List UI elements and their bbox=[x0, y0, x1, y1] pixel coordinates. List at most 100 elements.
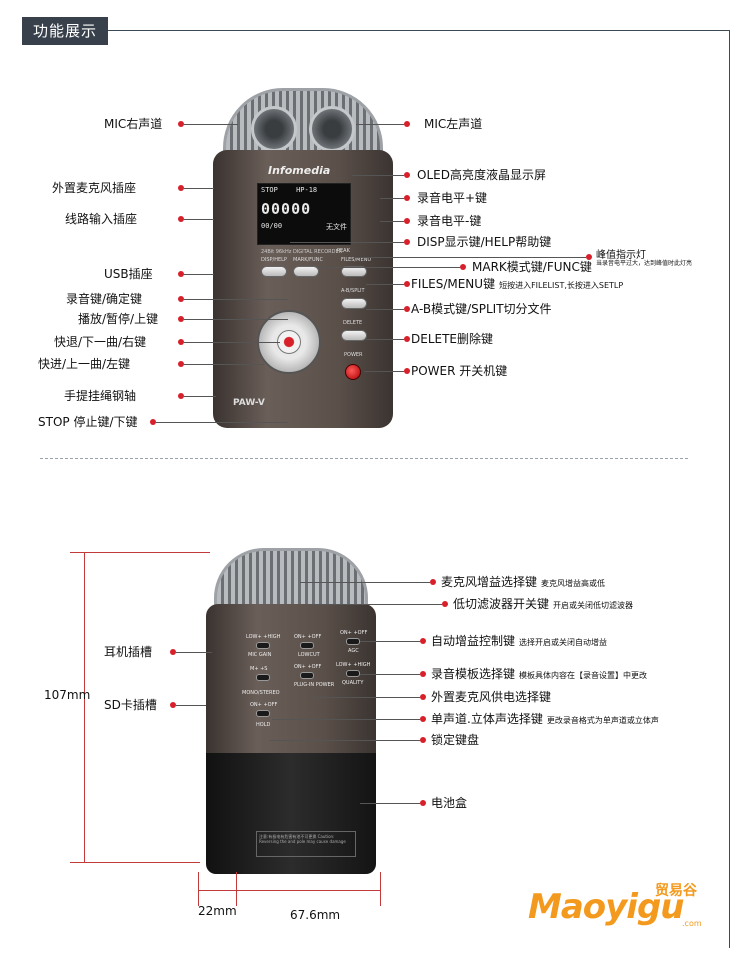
leader-line bbox=[364, 371, 404, 372]
label-lowcut-desc: 开启或关闭低切滤波器 bbox=[553, 601, 634, 610]
leader-line bbox=[184, 319, 288, 320]
marker-dot bbox=[150, 419, 156, 425]
mark-button[interactable] bbox=[293, 266, 319, 277]
leader-line bbox=[316, 697, 420, 698]
agc-switch[interactable] bbox=[346, 638, 360, 645]
agc-switch-text: ON+ +OFF bbox=[340, 630, 368, 636]
disp-button[interactable] bbox=[261, 266, 287, 277]
marker-dot bbox=[420, 671, 426, 677]
label-mono-desc: 更改录音格式为单声道或立体声 bbox=[546, 716, 659, 725]
label-power: POWER 开关机键 bbox=[411, 364, 508, 378]
dimension-depth-line bbox=[198, 890, 236, 891]
label-plugin: 外置麦克风供电选择键 bbox=[431, 690, 552, 704]
quality-switch-text: LOW+ +HIGH bbox=[336, 662, 371, 668]
files-button-label: FILES/MENU bbox=[341, 257, 372, 263]
mic-gain-switch[interactable] bbox=[256, 642, 270, 649]
leader-line bbox=[176, 652, 212, 653]
ms-switch[interactable] bbox=[256, 674, 270, 681]
files-button[interactable] bbox=[341, 266, 367, 277]
label-mic-gain: 麦克风增益选择键麦克风增益高或低 bbox=[441, 574, 605, 592]
label-oled: OLED高亮度液晶显示屏 bbox=[417, 168, 546, 182]
label-level-down: 录音电平-键 bbox=[417, 214, 482, 228]
label-mark: MARK模式键/FUNC键 bbox=[472, 260, 592, 274]
disp-button-label: DISP/HELP bbox=[261, 257, 287, 263]
lowcut-switch[interactable] bbox=[300, 642, 314, 649]
marker-dot bbox=[404, 306, 410, 312]
screen-file: 无文件 bbox=[326, 223, 347, 231]
label-files-text: FILES/MENU键 bbox=[411, 277, 496, 291]
leader-line bbox=[184, 188, 214, 189]
quality-switch[interactable] bbox=[346, 670, 360, 677]
label-quality: 录音模板选择键模板具体内容在【录音设置】中更改 bbox=[431, 666, 647, 684]
left-mic-capsule bbox=[251, 106, 297, 152]
leader-line bbox=[366, 284, 404, 285]
label-mono-text: 单声道.立体声选择键 bbox=[431, 712, 543, 726]
marker-dot bbox=[178, 361, 184, 367]
label-headphone: 耳机插槽 bbox=[104, 645, 153, 659]
label-rec-ok: 录音键/确定键 bbox=[66, 292, 143, 306]
dimension-depth-right bbox=[236, 872, 237, 906]
marker-dot bbox=[170, 702, 176, 708]
plugin-switch-text: ON+ +OFF bbox=[294, 664, 322, 670]
leader-line bbox=[360, 803, 420, 804]
record-button[interactable] bbox=[277, 330, 301, 354]
dimension-width-line bbox=[236, 890, 380, 891]
leader-line bbox=[360, 674, 420, 675]
battery-compartment[interactable] bbox=[206, 753, 376, 874]
label-mic-right: MIC右声道 bbox=[104, 117, 163, 131]
marker-dot bbox=[404, 195, 410, 201]
leader-line bbox=[300, 582, 430, 583]
watermark-logo: Maoyigu bbox=[528, 887, 684, 927]
brand-logo: Infomedia bbox=[268, 164, 331, 177]
dimension-height-line bbox=[84, 552, 85, 862]
marker-dot bbox=[404, 336, 410, 342]
label-battery: 电池盒 bbox=[431, 796, 468, 810]
label-play-pause: 播放/暂停/上键 bbox=[78, 312, 159, 326]
label-mic-gain-text: 麦克风增益选择键 bbox=[441, 575, 538, 589]
agc-label: AGC bbox=[348, 648, 359, 654]
label-ext-mic: 外置麦克风插座 bbox=[52, 181, 137, 195]
label-lowcut-text: 低切滤波器开关键 bbox=[453, 597, 550, 611]
marker-dot bbox=[420, 800, 426, 806]
label-level-up: 录音电平+键 bbox=[417, 191, 488, 205]
power-button[interactable] bbox=[345, 364, 361, 380]
marker-dot bbox=[178, 393, 184, 399]
ab-button-label: A-B/SPLIT bbox=[341, 288, 365, 294]
leader-line bbox=[310, 604, 442, 605]
marker-dot bbox=[178, 339, 184, 345]
plugin-power-switch[interactable] bbox=[300, 672, 314, 679]
lowcut-switch-text: ON+ +OFF bbox=[294, 634, 322, 640]
hold-switch-text: ON+ +OFF bbox=[250, 702, 278, 708]
screen-counter: 00000 bbox=[261, 200, 312, 218]
label-stop: STOP 停止键/下键 bbox=[38, 415, 138, 429]
recorder-front-view: Infomedia STOP HP-18 00000 00/00 无文件 24B… bbox=[213, 88, 393, 428]
leader-line bbox=[366, 339, 404, 340]
leader-line bbox=[318, 267, 460, 268]
recorder-back-view: LOW+ +HIGH MIC GAIN ON+ +OFF LOWCUT ON+ … bbox=[196, 548, 386, 874]
ms-switch-text: M+ +S bbox=[250, 666, 268, 672]
mono-stereo-text: MONO/STEREO bbox=[242, 690, 280, 696]
leader-line bbox=[176, 705, 206, 706]
leader-line bbox=[184, 342, 280, 343]
leader-line bbox=[360, 641, 420, 642]
dimension-bottom-line bbox=[70, 862, 200, 863]
marker-dot bbox=[404, 239, 410, 245]
leader-line bbox=[184, 124, 238, 125]
leader-line bbox=[354, 257, 586, 258]
dimension-height: 107mm bbox=[44, 688, 91, 702]
marker-dot bbox=[178, 296, 184, 302]
delete-button-label: DELETE bbox=[343, 320, 363, 326]
leader-line bbox=[356, 124, 404, 125]
marker-dot bbox=[442, 601, 448, 607]
peak-label: PEAK bbox=[337, 248, 350, 254]
hold-switch[interactable] bbox=[256, 710, 270, 717]
leader-line bbox=[156, 422, 288, 423]
page-title: 功能展示 bbox=[22, 17, 108, 45]
label-files-desc: 短按进入FILELIST,长按进入SETLP bbox=[499, 281, 624, 290]
ab-button[interactable] bbox=[341, 298, 367, 309]
marker-dot bbox=[420, 716, 426, 722]
label-quality-desc: 模板具体内容在【录音设置】中更改 bbox=[519, 671, 648, 680]
delete-button[interactable] bbox=[341, 330, 367, 341]
leader-line bbox=[366, 309, 404, 310]
screen-status: STOP bbox=[261, 186, 278, 194]
